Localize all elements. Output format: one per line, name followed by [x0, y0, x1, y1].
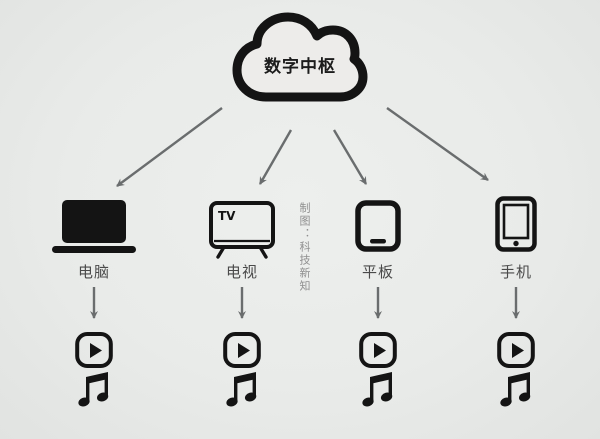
tablet-icon [355, 200, 401, 252]
device-label-tablet: 平板 [361, 263, 394, 281]
music-note-icon [226, 372, 257, 407]
music-note-icon [362, 372, 393, 407]
device-label-computer: 电脑 [77, 263, 110, 281]
tv-icon: TV [209, 201, 275, 259]
play-icon [75, 332, 113, 368]
play-icon [497, 332, 535, 368]
music-note-icon [500, 372, 531, 407]
cloud-hub-label: 数字中枢 [264, 57, 336, 77]
arrow-cloud-to-phone [386, 107, 489, 181]
cloud-hub-icon [232, 12, 368, 102]
tv-icon-text: TV [218, 209, 236, 223]
arrow-cloud-to-tablet [332, 129, 368, 185]
arrow-cloud-to-tv [258, 129, 293, 185]
play-icon [223, 332, 261, 368]
phone-icon [495, 196, 537, 252]
device-label-tv: 电视 [225, 263, 258, 281]
laptop-icon [52, 200, 136, 253]
arrow-cloud-to-computer [116, 107, 223, 187]
device-label-phone: 手机 [499, 263, 532, 281]
music-note-icon [78, 372, 109, 407]
play-icon [359, 332, 397, 368]
credit-text: 制图：科技新知 [298, 202, 311, 293]
